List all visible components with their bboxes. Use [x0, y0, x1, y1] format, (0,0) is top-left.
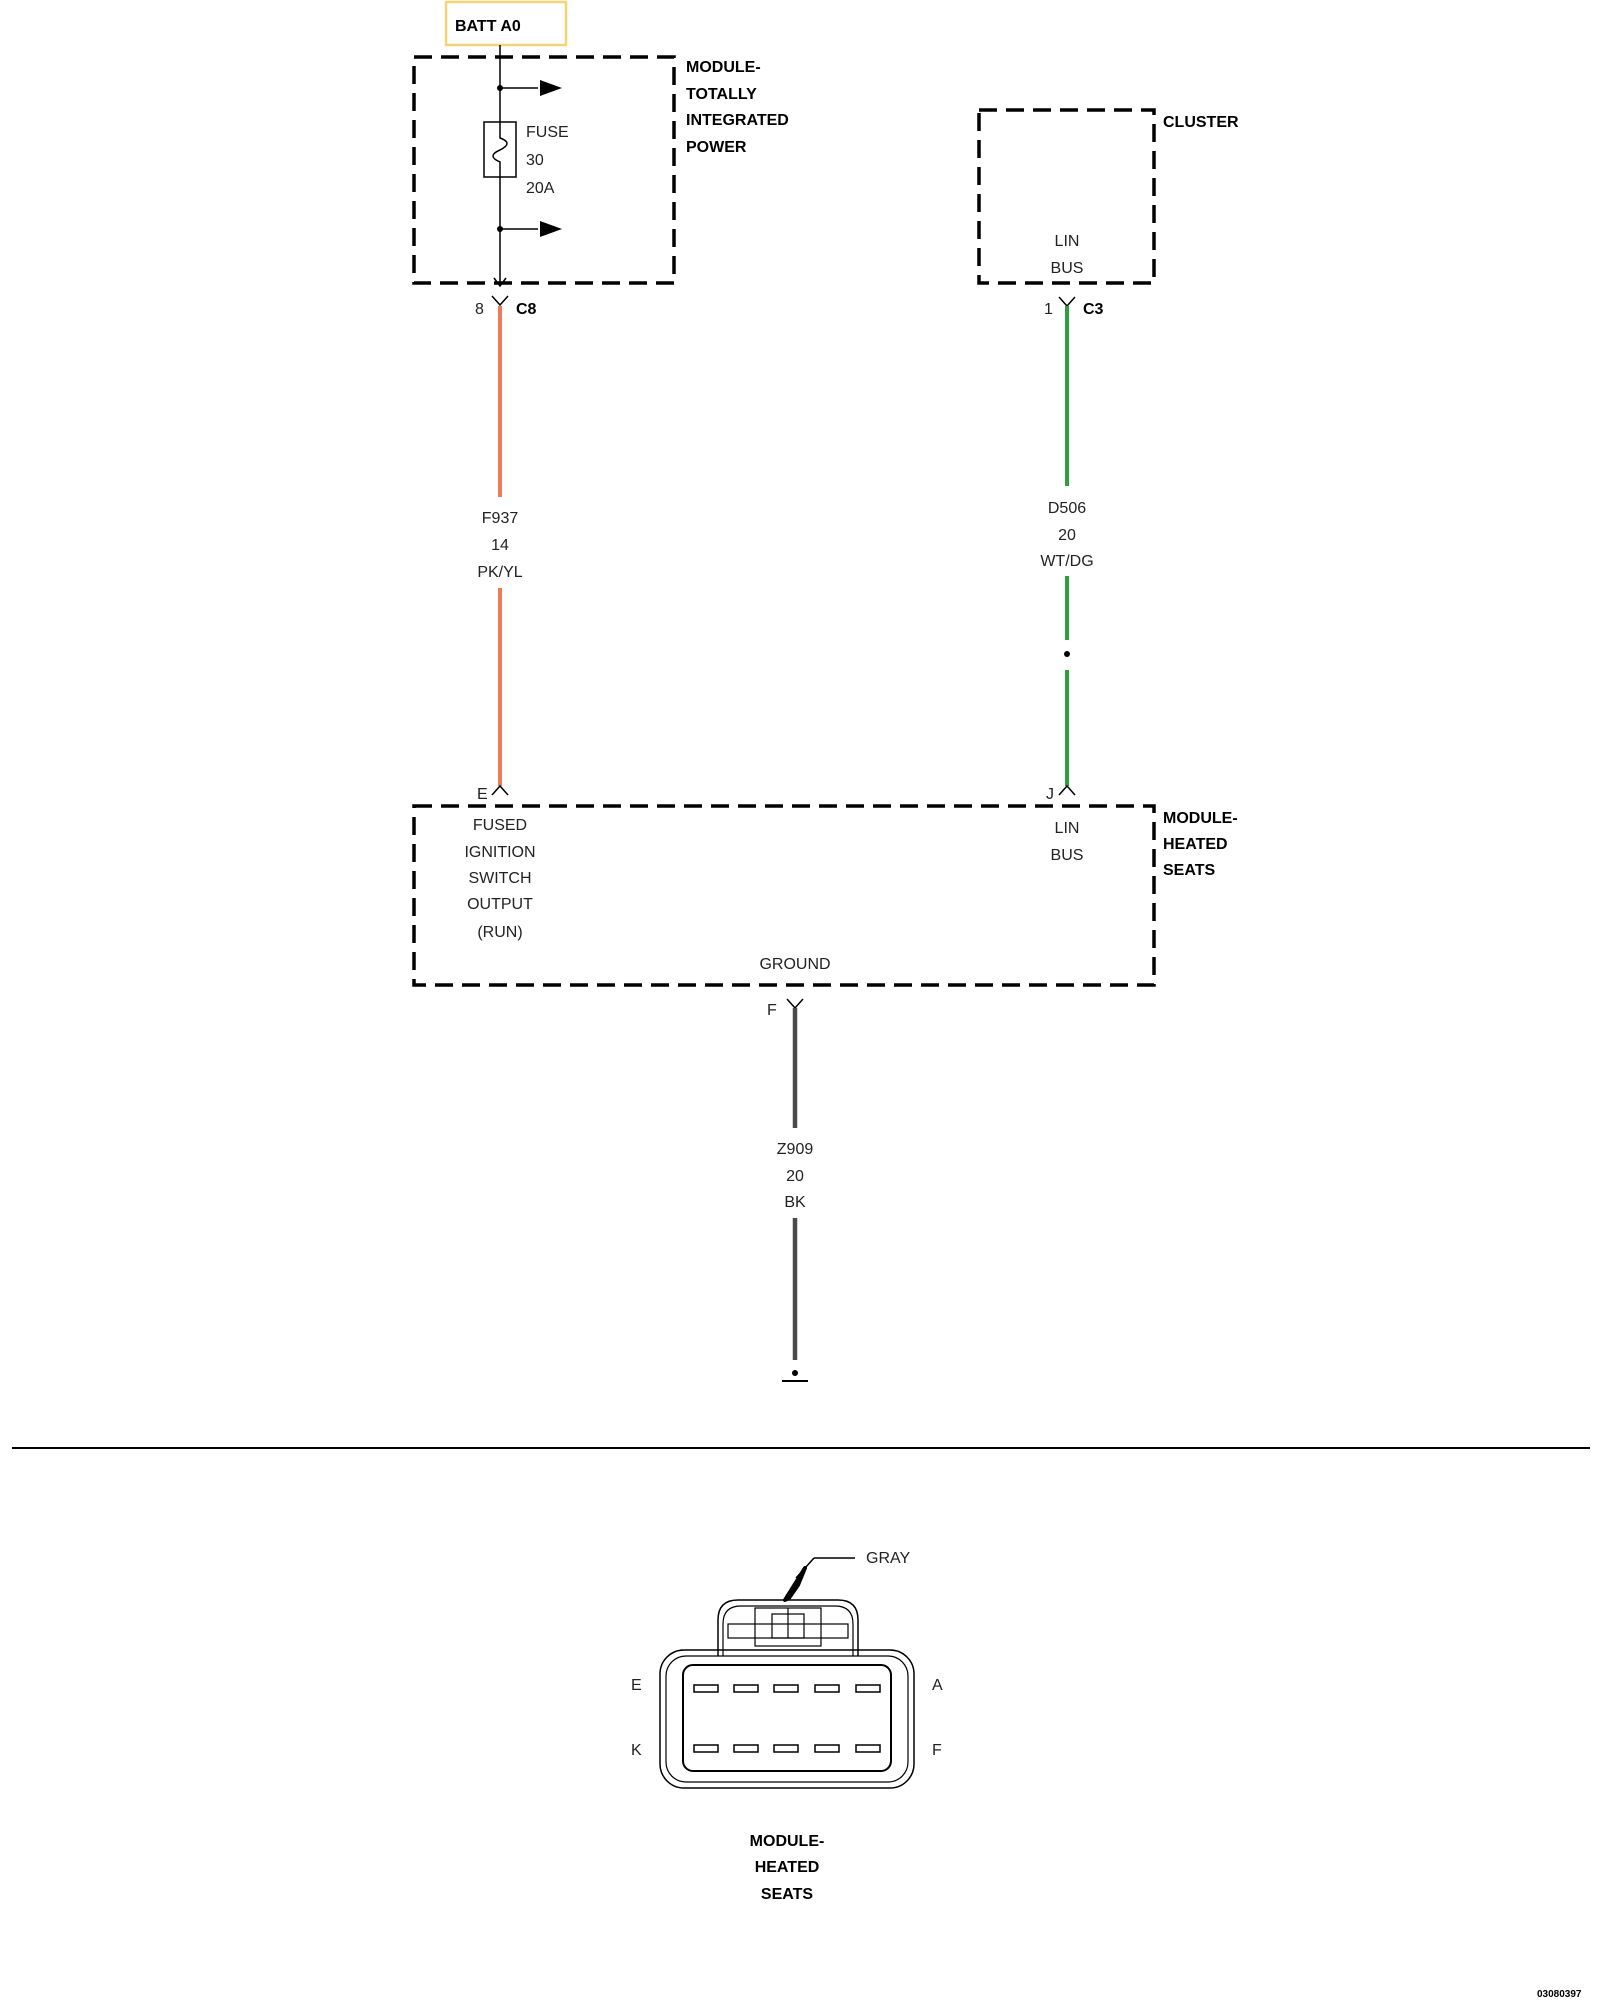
fuse-label: FUSE 30 20A: [526, 124, 569, 197]
connector-pin-a-label: A: [932, 1677, 943, 1694]
svg-text:IGNITION: IGNITION: [464, 844, 535, 861]
svg-text:D506: D506: [1048, 500, 1086, 517]
pin-8-label: 8: [475, 301, 484, 318]
svg-text:MODULE-: MODULE-: [1163, 810, 1238, 827]
arrow-icon: [493, 277, 507, 288]
splice-dot: [1064, 651, 1070, 657]
svg-text:SWITCH: SWITCH: [468, 870, 531, 887]
svg-text:14: 14: [491, 537, 509, 554]
connector-view-name: MODULE- HEATED SEATS: [750, 1833, 825, 1903]
svg-text:20: 20: [1058, 527, 1076, 544]
svg-text:BK: BK: [784, 1194, 806, 1211]
connector-pin-e-label: E: [631, 1677, 642, 1694]
svg-text:POWER: POWER: [686, 139, 747, 156]
connector-color-label: GRAY: [866, 1550, 910, 1567]
fuse-element: [492, 122, 508, 177]
connector-face-view: GRAY E A K F: [631, 1550, 943, 1789]
svg-text:20A: 20A: [526, 180, 555, 197]
svg-text:LIN: LIN: [1055, 233, 1080, 250]
svg-text:(RUN): (RUN): [477, 924, 522, 941]
arrow-icon: [783, 1566, 807, 1602]
svg-text:20: 20: [786, 1168, 804, 1185]
svg-text:BUS: BUS: [1051, 847, 1084, 864]
cluster-name: CLUSTER: [1163, 114, 1239, 131]
wire-d506-label: D506 20 WT/DG: [1040, 500, 1093, 570]
pin-1-label: 1: [1044, 301, 1053, 318]
svg-text:TOTALLY: TOTALLY: [686, 86, 757, 103]
wire-f937-label: F937 14 PK/YL: [477, 510, 522, 581]
pin-j-function-label: LIN BUS: [1051, 820, 1084, 864]
ground-function-label: GROUND: [759, 956, 830, 973]
svg-text:MODULE-: MODULE-: [750, 1833, 825, 1850]
tipm-module-name: MODULE- TOTALLY INTEGRATED POWER: [686, 59, 789, 156]
connector-pin-k-label: K: [631, 1742, 642, 1759]
connector-c8-icon: [491, 295, 509, 307]
svg-text:SEATS: SEATS: [761, 1886, 813, 1903]
svg-text:LIN: LIN: [1055, 820, 1080, 837]
pin-e-function-label: FUSED IGNITION SWITCH OUTPUT (RUN): [464, 817, 535, 941]
arrow-icon: [540, 221, 562, 237]
svg-text:OUTPUT: OUTPUT: [467, 896, 533, 913]
svg-text:FUSE: FUSE: [526, 124, 569, 141]
svg-text:F937: F937: [482, 510, 519, 527]
arrow-icon: [540, 80, 562, 96]
svg-text:BUS: BUS: [1051, 260, 1084, 277]
svg-text:30: 30: [526, 152, 544, 169]
connector-c8-label: C8: [516, 301, 537, 318]
pin-j-label: J: [1046, 786, 1054, 803]
pin-f-label: F: [767, 1002, 777, 1019]
svg-text:INTEGRATED: INTEGRATED: [686, 112, 789, 129]
heated-seats-module-name: MODULE- HEATED SEATS: [1163, 810, 1238, 879]
figure-id: 03080397: [1537, 1989, 1582, 2000]
svg-text:HEATED: HEATED: [1163, 836, 1228, 853]
svg-text:SEATS: SEATS: [1163, 862, 1215, 879]
svg-text:MODULE-: MODULE-: [686, 59, 761, 76]
svg-text:Z909: Z909: [777, 1141, 814, 1158]
connector-pin-f-label: F: [932, 1742, 942, 1759]
wire-z909-label: Z909 20 BK: [777, 1141, 814, 1211]
batt-box: [444, 0, 568, 47]
ground-splice-dot: [792, 1370, 798, 1376]
svg-text:PK/YL: PK/YL: [477, 564, 522, 581]
batt-label: BATT A0: [455, 18, 521, 35]
cluster-module-box: [977, 108, 1156, 285]
svg-text:WT/DG: WT/DG: [1040, 553, 1093, 570]
pin-f-icon: [786, 998, 804, 1010]
connector-c3-label: C3: [1083, 301, 1104, 318]
pin-e-icon: [491, 784, 509, 796]
pin-j-icon: [1058, 784, 1076, 796]
cluster-lin-bus-label: LIN BUS: [1051, 233, 1084, 277]
pin-e-label: E: [477, 786, 488, 803]
svg-text:FUSED: FUSED: [473, 817, 527, 834]
svg-text:HEATED: HEATED: [755, 1859, 820, 1876]
connector-c3-icon: [1058, 296, 1076, 308]
